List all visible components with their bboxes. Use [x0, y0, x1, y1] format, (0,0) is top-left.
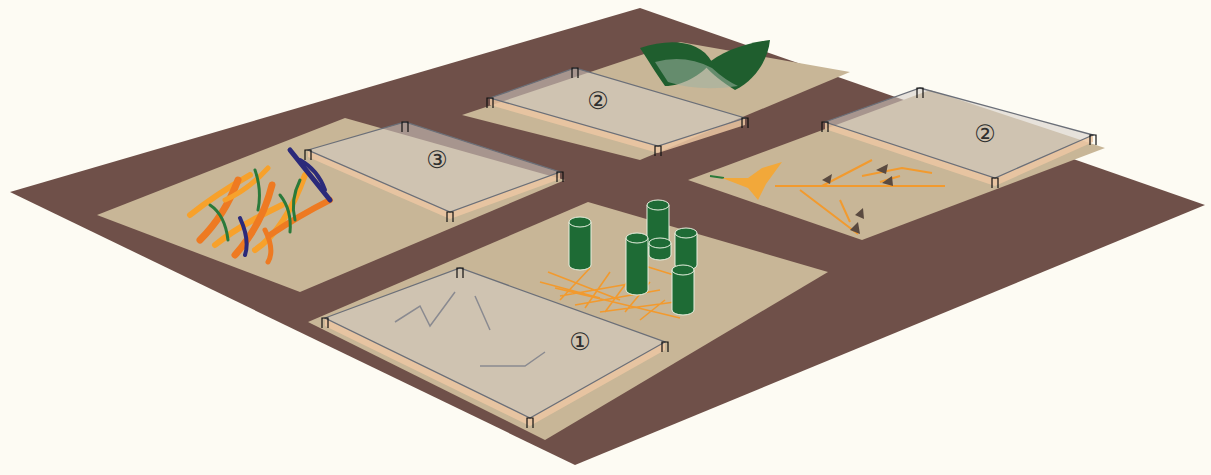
- blade-stroke: [265, 230, 271, 262]
- cylinder-body: [672, 270, 694, 315]
- blade-stroke: [300, 160, 325, 190]
- blade-stroke: [240, 218, 247, 255]
- corner-posts: [322, 268, 668, 428]
- blade-stroke: [225, 168, 268, 200]
- cylinder-top: [649, 238, 671, 248]
- cylinder-body: [626, 238, 648, 295]
- cylinder-body: [675, 233, 697, 270]
- callout-number: ①: [569, 330, 591, 354]
- seed-marks: [822, 164, 893, 234]
- leafy-plant: [640, 40, 770, 90]
- cylinder-top: [672, 265, 694, 275]
- corner-posts: [822, 88, 1096, 188]
- callout-number: ②: [587, 89, 609, 113]
- callout-number: ③: [426, 148, 448, 172]
- cylinder-plants: [569, 200, 697, 315]
- stem-line: [710, 176, 724, 178]
- blade-stroke: [210, 205, 228, 240]
- plot-bed: [308, 202, 828, 440]
- cylinder-top: [569, 217, 591, 227]
- blade-stroke: [293, 180, 300, 220]
- ground-area: [10, 8, 1205, 465]
- callout-number: ②: [974, 122, 996, 146]
- blade-stroke: [280, 195, 290, 232]
- cold-frame: [322, 268, 668, 428]
- frame-glass: [490, 68, 745, 146]
- blade-stroke: [270, 200, 330, 235]
- frame-glass: [308, 122, 560, 212]
- plot-beds: [97, 42, 1105, 440]
- scribble-lines: [395, 292, 545, 366]
- frame-glass: [825, 88, 1093, 178]
- cylinder-top: [626, 233, 648, 243]
- leaf-shape: [722, 162, 782, 200]
- cylinder-top: [675, 228, 697, 238]
- twig-plant: [710, 160, 945, 234]
- cold-frame: [822, 88, 1096, 188]
- grass-plant: [190, 150, 330, 262]
- blade-stroke: [255, 170, 259, 210]
- corner-posts: [487, 68, 748, 156]
- leaf-shade: [655, 59, 738, 88]
- cylinder-top: [647, 200, 669, 210]
- corner-posts: [305, 122, 563, 222]
- cold-frame: [487, 68, 748, 156]
- frame-glass: [325, 268, 665, 418]
- cold-frame: [305, 122, 563, 222]
- cylinder-body: [569, 222, 591, 270]
- blade-stroke: [255, 175, 305, 250]
- twig-lines: [775, 160, 945, 234]
